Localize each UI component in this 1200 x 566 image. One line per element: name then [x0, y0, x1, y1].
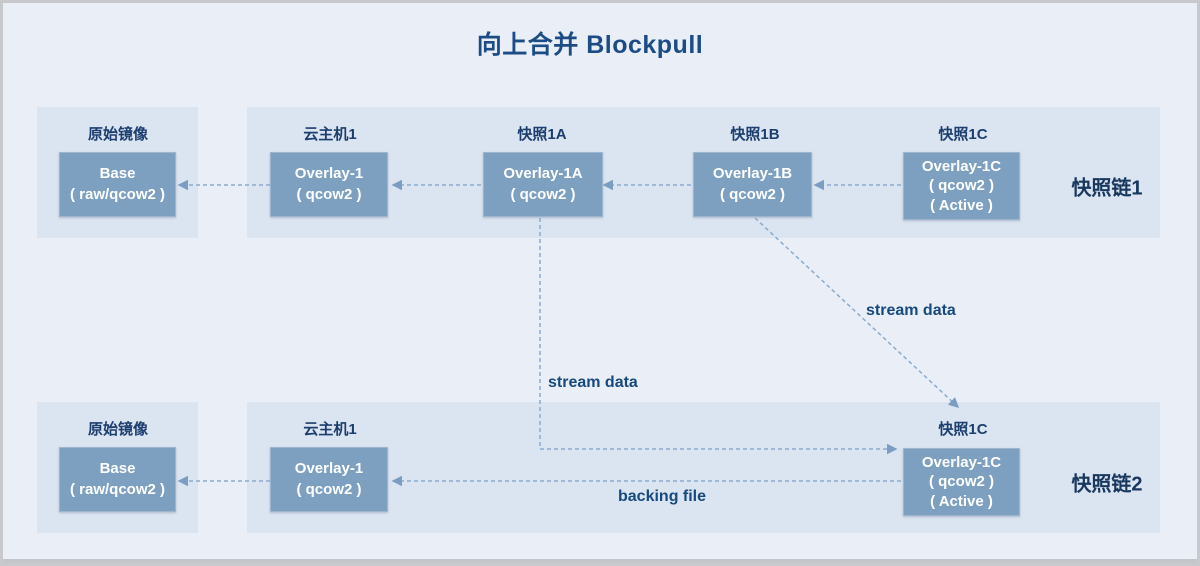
backing-file-label: backing file	[618, 488, 707, 505]
chain2-overlay1-box: Overlay-1 ( qcow2 )	[270, 447, 388, 512]
box-line: ( Active )	[930, 196, 993, 214]
box-line: ( qcow2 )	[296, 480, 362, 498]
box-line: ( qcow2 )	[510, 185, 576, 203]
stream-data-label-bottom: stream data	[866, 302, 956, 319]
box-line: ( Active )	[930, 492, 993, 510]
box-line: Overlay-1C	[921, 158, 1002, 176]
box-line: Base	[99, 164, 136, 182]
chain1-overlay1-box: Overlay-1 ( qcow2 )	[270, 152, 388, 217]
box-line: ( raw/qcow2 )	[69, 480, 166, 498]
chain1-title: 快照链1	[1071, 177, 1143, 200]
box-line: ( qcow2 )	[928, 177, 994, 195]
chain2-vm-label: 云主机1	[303, 421, 357, 438]
chain1-snap1c-label: 快照1C	[938, 126, 988, 143]
box-line: Overlay-1C	[921, 454, 1002, 472]
box-line: ( raw/qcow2 )	[69, 185, 166, 203]
chain2-title: 快照链2	[1071, 473, 1143, 496]
chain1-snap1b-label: 快照1B	[730, 126, 780, 143]
box-line: ( qcow2 )	[928, 473, 994, 491]
stream-data-label-top: stream data	[548, 374, 638, 391]
diagram-title: 向上合并 Blockpull	[476, 31, 704, 59]
box-line: ( qcow2 )	[296, 185, 362, 203]
box-line: Overlay-1	[294, 164, 364, 182]
chain2-snap1c-label: 快照1C	[938, 421, 988, 438]
chain1-overlay1b-box: Overlay-1B ( qcow2 )	[693, 152, 812, 217]
box-line: Overlay-1	[294, 459, 364, 477]
chain1-overlay1a-box: Overlay-1A ( qcow2 )	[483, 152, 603, 217]
chain1-vm-label: 云主机1	[303, 126, 357, 143]
chain2-base-box: Base ( raw/qcow2 )	[59, 447, 176, 512]
box-line: ( qcow2 )	[719, 185, 785, 203]
chain1-base-box: Base ( raw/qcow2 )	[59, 152, 176, 217]
chain1-snap1a-label: 快照1A	[517, 126, 567, 143]
box-line: Base	[99, 459, 136, 477]
chain1-source-label: 原始镜像	[87, 126, 149, 143]
chain2-overlay1c-box: Overlay-1C ( qcow2 ) ( Active )	[903, 448, 1020, 516]
chain1-overlay1c-box: Overlay-1C ( qcow2 ) ( Active )	[903, 152, 1020, 220]
box-line: Overlay-1A	[503, 164, 583, 182]
box-line: Overlay-1B	[712, 164, 793, 182]
chain2-source-label: 原始镜像	[87, 421, 149, 438]
